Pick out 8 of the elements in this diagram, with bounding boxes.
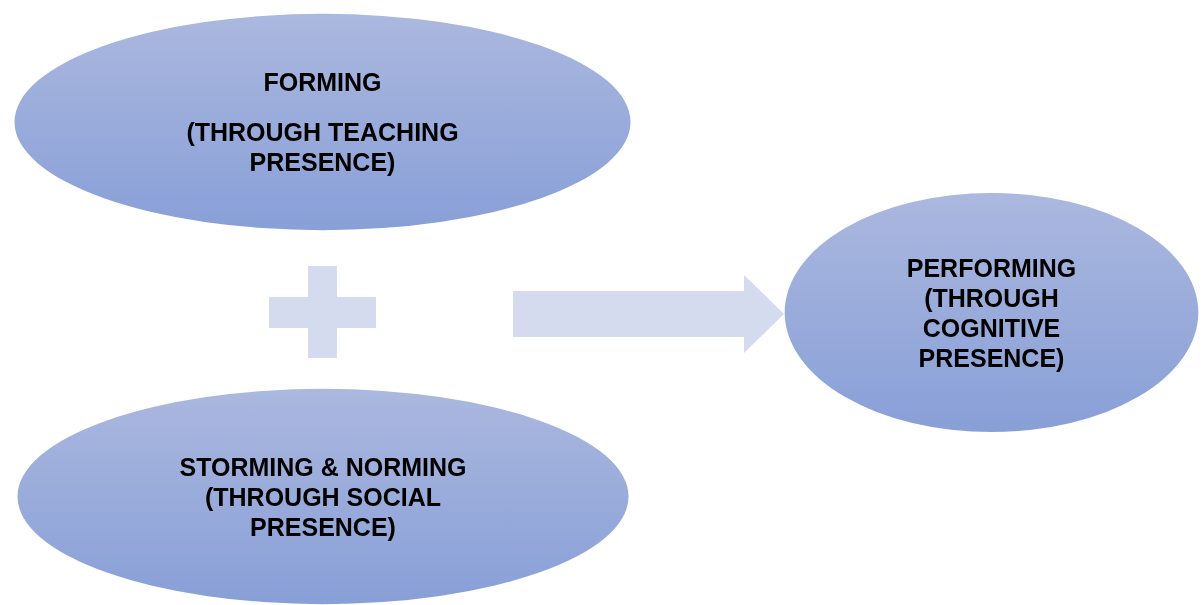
node-label: FORMING xyxy=(262,67,383,97)
ellipse-node xyxy=(783,192,1200,433)
node-label: STORMING & NORMING (THROUGH SOCIAL PRESENCE) xyxy=(178,451,468,542)
node-label: (THROUGH TEACHING PRESENCE) xyxy=(185,117,460,177)
ellipse-node xyxy=(12,13,633,231)
ellipse-node xyxy=(15,388,631,605)
node-label: PERFORMING (THROUGH COGNITIVE PRESENCE) xyxy=(905,252,1078,373)
block-arrow xyxy=(513,275,784,353)
